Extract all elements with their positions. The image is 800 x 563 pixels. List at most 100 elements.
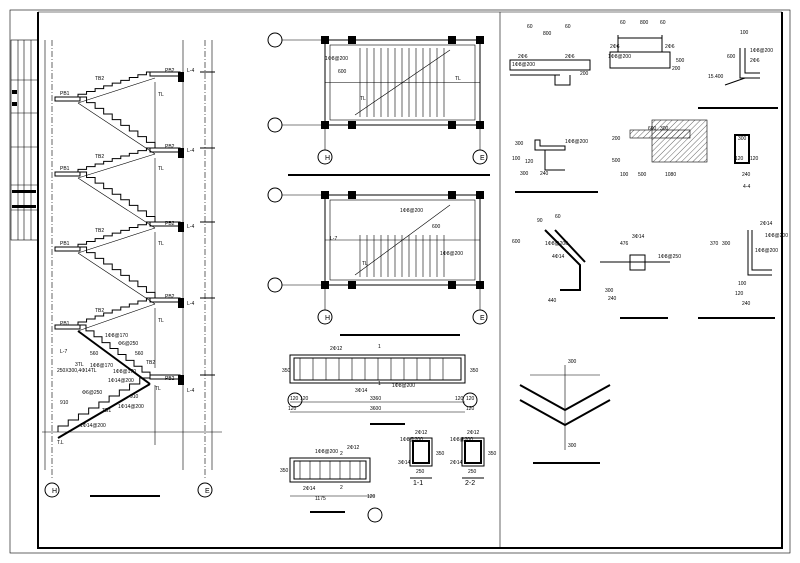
annotation-text: 100 xyxy=(512,156,521,162)
annotation-text: 200 xyxy=(612,136,621,142)
annotation-text: 90 xyxy=(537,218,543,224)
annotation-text: 1Φ8@200 xyxy=(750,48,773,54)
annotation-text: TL xyxy=(158,166,164,172)
annotation-text: 3600 xyxy=(370,406,381,412)
axis-lines xyxy=(530,365,600,450)
annotation-text: 2Φ6 xyxy=(610,44,620,50)
beam-l4 xyxy=(178,148,184,158)
annotation-text: 120 xyxy=(466,406,475,412)
annotation-text: 300 xyxy=(722,241,731,247)
annotation-text: 600 xyxy=(432,224,441,230)
annotation-text: 200 xyxy=(672,66,681,72)
annotation-text: 60 xyxy=(565,24,571,30)
annotation-text: 910 xyxy=(130,394,139,400)
annotation-text: 2Φ12 xyxy=(330,346,343,352)
annotation-text: 1Φ8@200 xyxy=(545,241,568,247)
wall-node-detail xyxy=(747,230,772,276)
grid-bubble xyxy=(267,277,283,293)
stair-slab xyxy=(77,177,156,229)
annotation-text: TB2 xyxy=(95,76,104,82)
annotation-text: 560 xyxy=(90,351,99,357)
annotation-text: 100 xyxy=(738,281,747,287)
beam-l4 xyxy=(178,375,184,385)
annotation-text: 2Φ12 xyxy=(347,445,360,451)
stair-flight xyxy=(78,96,156,148)
annotation-text: Φ6@250 xyxy=(82,390,102,396)
annotation-text: 1Φ8@200 xyxy=(608,54,631,60)
annotation-text: 2Φ14 xyxy=(450,460,463,466)
annotation-text: 1Φ8@170 xyxy=(113,369,136,375)
annotation-text: 100 xyxy=(740,30,749,36)
railing-detail-2 xyxy=(609,35,671,69)
annotation-text: 1Φ8@200 xyxy=(400,437,423,443)
annotation-text: 120 xyxy=(750,156,759,162)
annotation-text: PB2 xyxy=(165,221,175,227)
annotation-text: 300 xyxy=(515,141,524,147)
annotation-text: PB2 xyxy=(165,68,175,74)
annotation-text: PB2 xyxy=(165,294,175,300)
annotation-text: 1Φ14@200 xyxy=(80,423,106,429)
annotation-text: 240 xyxy=(742,301,751,307)
annotation-text: TB2 xyxy=(95,154,104,160)
annotation-text: 1Φ8@200 xyxy=(325,56,348,62)
annotation-text: TB2 xyxy=(95,308,104,314)
annotation-text: 250X300,4Φ14TL xyxy=(57,368,97,374)
annotation-text: 370 xyxy=(710,241,719,247)
annotation-text: TL xyxy=(158,241,164,247)
annotation-text: 1175 xyxy=(315,496,326,502)
grid-bubble xyxy=(267,32,283,48)
annotation-text: 300 xyxy=(738,136,747,142)
stair-slab xyxy=(77,227,156,254)
annotation-text: 1Φ8@200 xyxy=(400,208,423,214)
annotation-text: 3TL xyxy=(75,362,84,368)
annotation-text: 600 xyxy=(727,54,736,60)
annotation-text: 3Φ14 xyxy=(355,388,368,394)
annotation-text: 300 xyxy=(520,171,529,177)
annotation-text: 120 xyxy=(300,396,309,402)
annotation-text: 1 xyxy=(378,381,381,387)
annotation-text: PB2 xyxy=(165,376,175,382)
annotation-text: 2Φ14 xyxy=(760,221,773,227)
annotation-text: 2Φ14 xyxy=(303,486,316,492)
annotation-text: 1Φ8@200 xyxy=(565,139,588,145)
annotation-text: 300 xyxy=(605,288,614,294)
annotation-text: 350 xyxy=(282,368,291,374)
annotation-text: 1Φ8@200 xyxy=(512,62,535,68)
stair-flight xyxy=(77,221,155,247)
node-details xyxy=(509,35,778,464)
annotation-text: 800 xyxy=(640,20,649,26)
annotation-text: 120 xyxy=(288,406,297,412)
annotation-text: 500 xyxy=(612,158,621,164)
annotation-text: 1-1 xyxy=(413,480,423,487)
annotation-text: 2 xyxy=(340,485,343,491)
column xyxy=(348,191,356,199)
annotation-text: 2Φ6 xyxy=(518,54,528,60)
annotation-text: 800 xyxy=(543,31,552,37)
beam-details xyxy=(287,354,485,523)
annotation-text: H xyxy=(325,315,330,322)
annotation-text: 300 xyxy=(660,126,669,132)
annotation-text: 2Φ6 xyxy=(750,58,760,64)
annotation-text: 2Φ12 xyxy=(467,430,480,436)
annotation-text: 1 xyxy=(378,344,381,350)
annotation-text: L-4 xyxy=(187,148,194,154)
annotation-text: 4-4 xyxy=(743,184,750,190)
annotation-text: 500 xyxy=(638,172,647,178)
railing-detail-3 xyxy=(724,48,760,86)
stair-flight xyxy=(78,246,156,298)
stair-slab xyxy=(77,77,156,104)
slab-detail xyxy=(534,139,566,171)
annotation-text: 120 xyxy=(735,291,744,297)
annotation-text: 240 xyxy=(742,172,751,178)
column xyxy=(448,36,456,44)
annotation-text: 15.400 xyxy=(708,74,724,80)
annotation-text: TL xyxy=(155,386,161,392)
stair-slab xyxy=(57,383,151,439)
annotation-text: H xyxy=(325,155,330,162)
title-block-strip xyxy=(10,39,39,241)
annotation-text: TL xyxy=(362,261,368,267)
annotation-text: TB1 xyxy=(102,408,111,414)
annotation-text: 2 xyxy=(340,451,343,457)
